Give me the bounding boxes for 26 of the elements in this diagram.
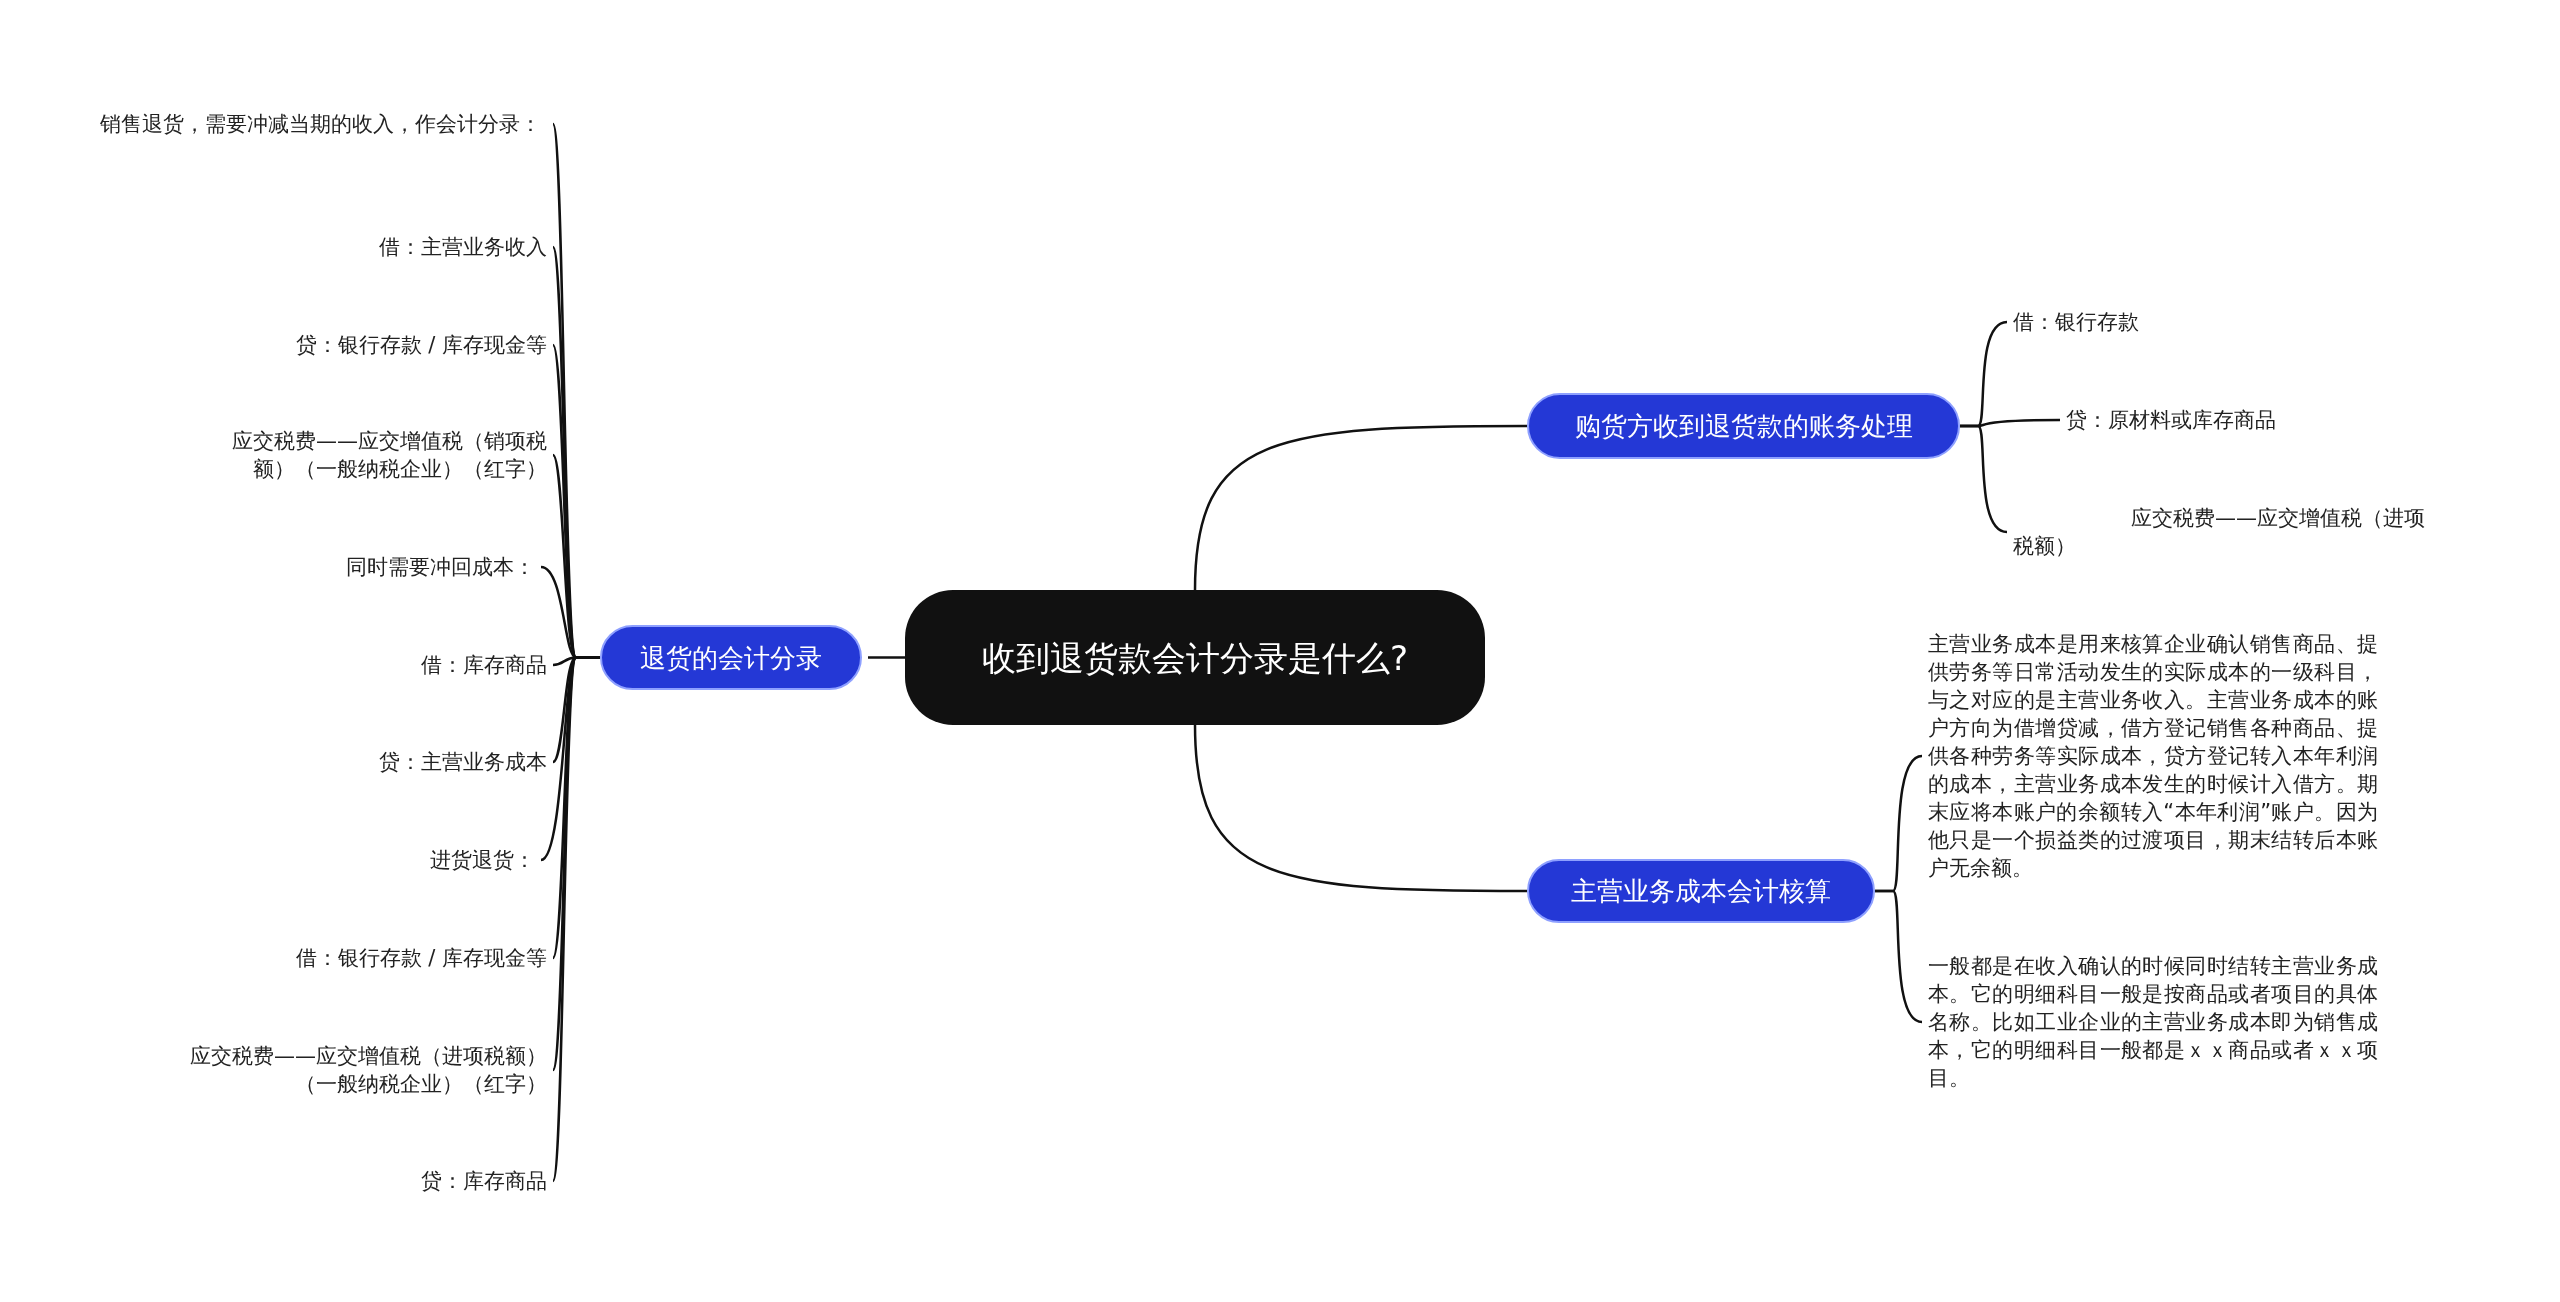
- note-text: 同时需要冲回成本：: [345, 554, 535, 581]
- note-text: 一般都是在收入确认的时候同时结转主营业务成本。它的明细科目一般是按商品或者项目的具体名称。比如工业企业的主营业务成本即为销售成本，它的明细科目一般都是ｘｘ商品或者ｘｘ项目。: [1928, 953, 2378, 1092]
- topic-text: 收到退货款会计分录是什么?: [981, 636, 1408, 680]
- connector-line: [1193, 424, 1527, 591]
- note-text: 贷：主营业务成本: [378, 749, 547, 776]
- note-text: 进货退货：: [429, 847, 535, 874]
- note-text: 应交税费——应交增值税（进项税额）: [2013, 505, 2426, 560]
- note-text: 贷：原材料或库存商品: [2066, 407, 2277, 434]
- connector-line: [1193, 724, 1527, 893]
- note-text: 贷：银行存款 / 库存现金等: [294, 332, 547, 359]
- note-text: 应交税费——应交增值税（销项税额）（一般纳税企业）（红字）: [231, 428, 547, 483]
- note-text: 销售退货，需要冲减当期的收入，作会计分录：: [100, 111, 542, 138]
- note-text: 主营业务成本是用来核算企业确认销售商品、提供劳务等日常活动发生的实际成本的一级科目，与之对应的是主营业务收入。主营业务成本的账户方向为借增贷减，借方登记销售各种商品、提供各种劳务等实际成本，贷方登记转入本年利润的成本，主营业务成本发生的时候计入借方。期末应将本账户的余额转入“本年利润”账户。因为他只是一个损益类的过渡项目，期末结转后本账户无余额。: [1928, 631, 2378, 882]
- connector-line: [1960, 424, 2008, 534]
- note-text: 借：主营业务收入: [378, 234, 547, 261]
- central-topic-pill: [905, 590, 1485, 725]
- note-text: 借：银行存款 / 库存现金等: [294, 945, 547, 972]
- topic-text: 购货方收到退货款的账务处理: [1574, 410, 1913, 442]
- note-text: 借：银行存款: [2013, 309, 2140, 336]
- note-text: 借：库存商品: [420, 652, 547, 679]
- note-text: 应交税费——应交增值税（进项税额）（一般纳税企业）（红字）: [189, 1043, 547, 1098]
- connector-line: [868, 656, 905, 659]
- topic-text: 退货的会计分录: [640, 641, 822, 674]
- topic-text: 主营业务成本会计核算: [1571, 875, 1831, 907]
- note-text: 贷：库存商品: [420, 1168, 547, 1195]
- connector-line: [1875, 889, 1923, 1024]
